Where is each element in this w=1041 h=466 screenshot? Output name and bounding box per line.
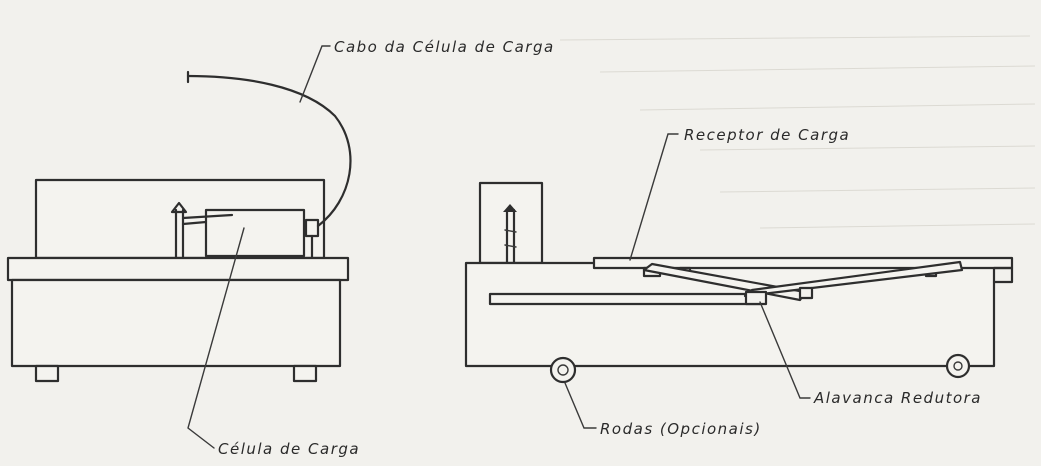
- left-scale-assembly: [6, 70, 352, 383]
- right-column: [478, 181, 544, 265]
- label-reducing-lever: Alavanca Redutora: [813, 389, 982, 407]
- label-cable: Cabo da Célula de Carga: [334, 38, 555, 56]
- wheel-2: [945, 353, 971, 379]
- label-wheels: Rodas (Opcionais): [600, 420, 762, 438]
- lower-lever-bar: [488, 292, 762, 306]
- right-scale-assembly: [464, 181, 1014, 384]
- left-foot-2: [292, 364, 318, 383]
- load-receiver-plate: [592, 256, 1014, 270]
- label-load-receiver: Receptor de Carga: [684, 126, 850, 144]
- left-base: [10, 278, 342, 368]
- left-plate: [6, 256, 350, 282]
- background-texture: [559, 35, 1036, 229]
- load-cell-block: [204, 208, 306, 258]
- left-foot-1: [34, 364, 60, 383]
- leader-lines: [187, 45, 811, 449]
- label-load-cell: Célula de Carga: [218, 440, 360, 458]
- wheel-1: [549, 356, 577, 384]
- load-cell-cable: [186, 74, 352, 228]
